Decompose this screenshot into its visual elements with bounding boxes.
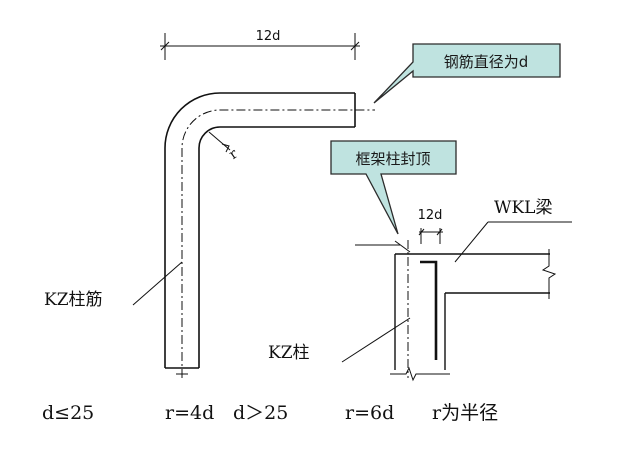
rule-radius-2: r=6d xyxy=(345,402,394,424)
bar-extension-dimension xyxy=(160,33,360,60)
bend-radius-rules: d≤25 r=4d d＞25 r=6d r为半径 xyxy=(42,402,498,424)
column-extension-label: 12d xyxy=(418,208,443,223)
rule-condition-1: d≤25 xyxy=(42,402,94,424)
bend-radius-indicator xyxy=(208,131,231,153)
bent-rebar xyxy=(164,92,356,369)
bend-radius-label: r xyxy=(226,146,241,163)
rebar-inner-edge xyxy=(198,126,355,368)
column-extension-dimension xyxy=(418,228,443,244)
bar-extension-label: 12d xyxy=(256,29,281,44)
bar-diameter-callout: 钢筋直径为d xyxy=(373,43,561,104)
kz-bar-leader xyxy=(132,261,183,306)
kz-column-leader xyxy=(341,317,411,363)
break-lines xyxy=(390,249,557,382)
rebar-outer-edge xyxy=(164,92,355,368)
column-cap-callout: 框架柱封顶 xyxy=(330,140,457,235)
kz-column-bar-label: KZ柱筋 xyxy=(44,290,103,310)
rule-condition-2: d＞25 xyxy=(233,402,288,424)
column-cap-callout-text: 框架柱封顶 xyxy=(355,150,430,168)
column-top-marker xyxy=(355,240,411,253)
wkl-beam-label: WKL梁 xyxy=(494,198,552,218)
rebar-centerline xyxy=(181,109,375,378)
column-beam-outline xyxy=(394,253,550,370)
bar-diameter-callout-text: 钢筋直径为d xyxy=(444,53,529,71)
column-rebar xyxy=(420,260,438,360)
wkl-beam-leader xyxy=(454,221,572,263)
rule-radius-1: r=4d xyxy=(165,402,214,424)
kz-column-label: KZ柱 xyxy=(268,343,310,363)
rule-note: r为半径 xyxy=(432,402,498,424)
